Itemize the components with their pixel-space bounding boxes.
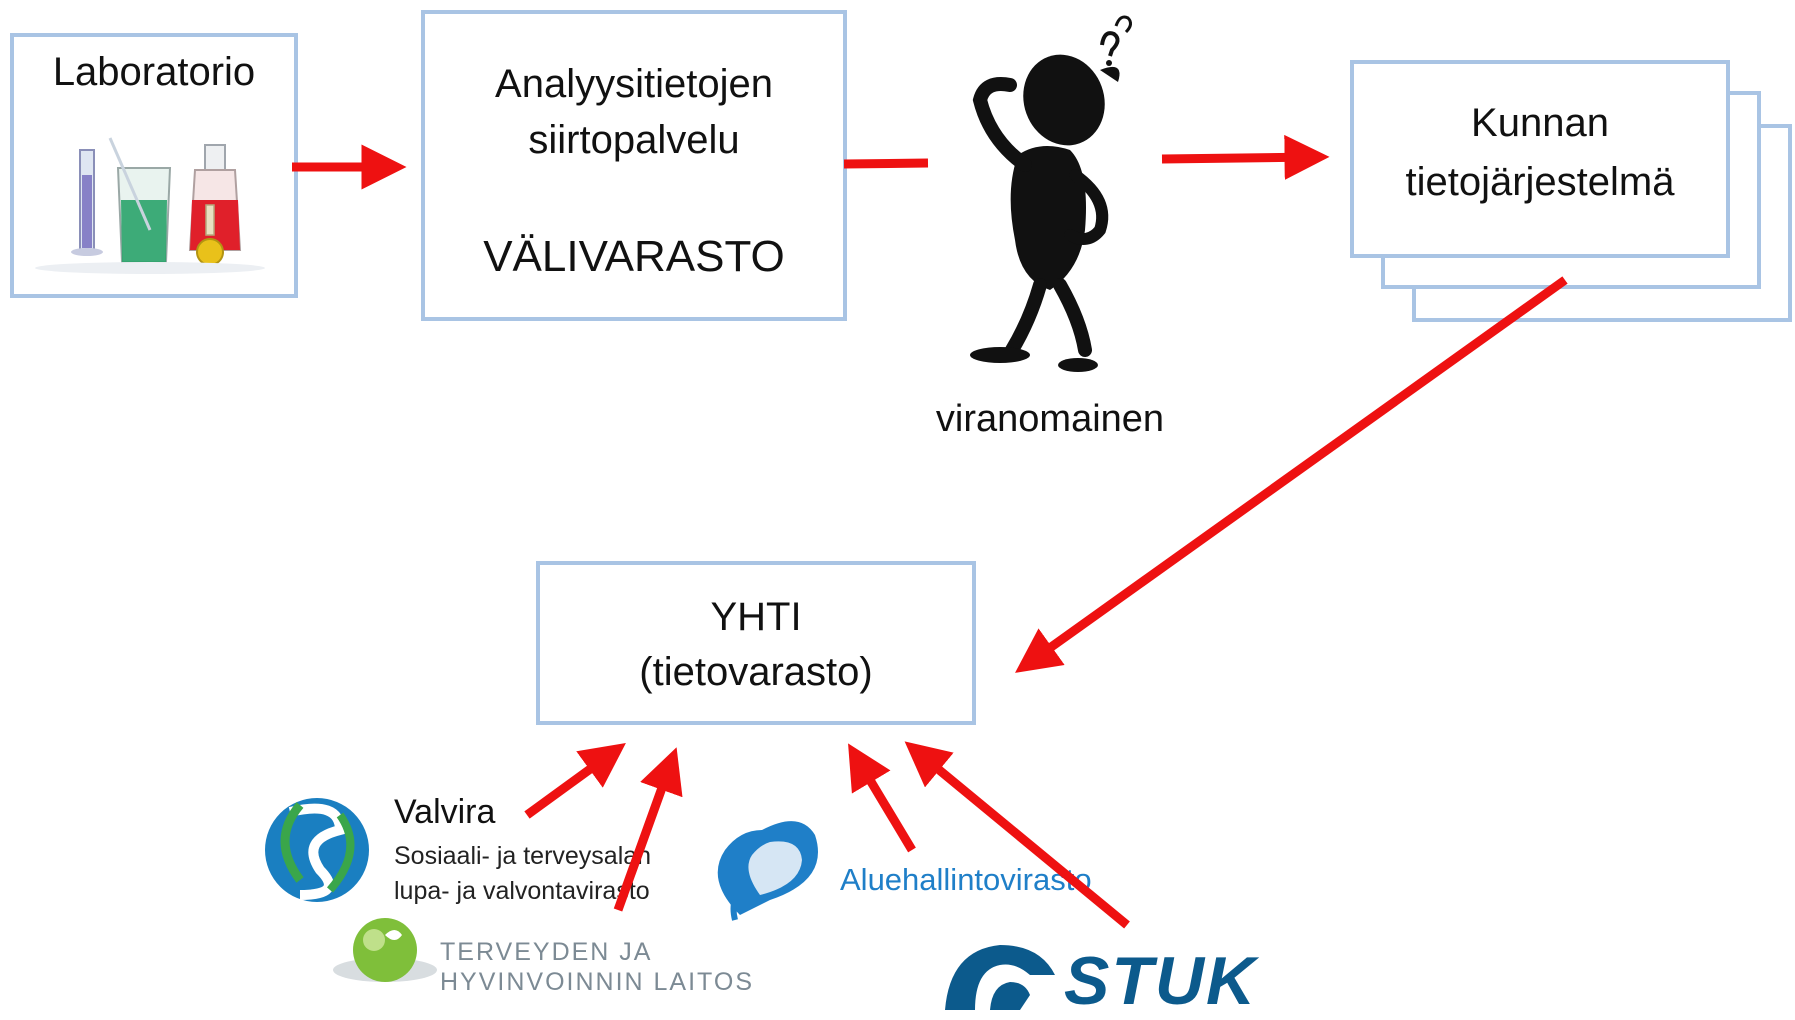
arrow-authority-to-municipal <box>1161 134 1330 180</box>
valvira-subtitle-1: Sosiaali- ja terveysalan <box>394 842 652 870</box>
arrow-stuk-to-yhti <box>904 741 1130 929</box>
authority-label: viranomainen <box>935 398 1165 440</box>
yhti-box <box>536 561 976 725</box>
arrow-municipal-to-yhti <box>1015 276 1568 673</box>
arrow-valvira-to-yhti <box>524 743 626 819</box>
intermediate-storage-label: VÄLIVARASTO <box>483 232 785 281</box>
thl-line2: HYVINVOINNIN LAITOS <box>440 968 754 996</box>
laboratory-label: Laboratorio <box>52 50 256 94</box>
line-transfer-to-authority <box>843 158 929 169</box>
thl-line1: TERVEYDEN JA <box>440 938 653 966</box>
arrow-avi-to-yhti <box>848 743 916 853</box>
avi-name: Aluehallintovirasto <box>840 862 1092 897</box>
arrow-thl-to-yhti <box>613 747 683 912</box>
municipal-system-box <box>1350 60 1730 258</box>
valvira-name: Valvira <box>394 793 496 831</box>
yhti-line1: YHTI <box>710 595 802 639</box>
transfer-service-line1: Analyysitietojen <box>495 62 773 106</box>
municipal-line1: Kunnan <box>1471 101 1609 145</box>
yhti-line2: (tietovarasto) <box>639 650 873 694</box>
transfer-service-line2: siirtopalvelu <box>528 118 740 162</box>
stuk-name: STUK <box>1064 943 1258 1019</box>
municipal-line2: tietojärjestelmä <box>1405 160 1675 204</box>
valvira-subtitle-2: lupa- ja valvontavirasto <box>394 877 650 905</box>
